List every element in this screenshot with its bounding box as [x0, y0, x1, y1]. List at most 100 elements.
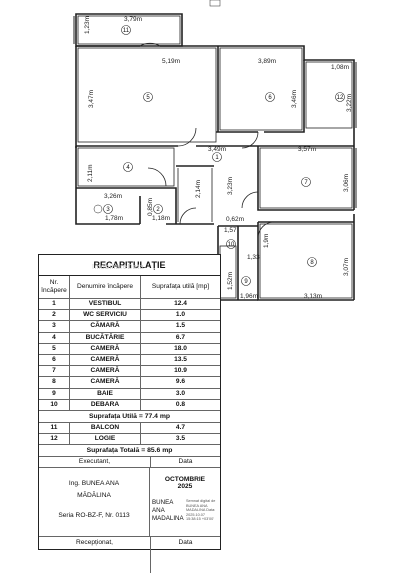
- wall-room6-loggia: [264, 60, 305, 133]
- executant-name-line1: Ing. BUNEA ANA: [68, 480, 120, 488]
- room-number: 5: [146, 95, 150, 101]
- room-nr: 5: [39, 343, 70, 355]
- dim-label: 2,11m: [87, 164, 94, 182]
- door-arc-entry: [179, 207, 197, 225]
- signature-name-line2: MADALINA: [152, 515, 184, 523]
- room-area: 12.4: [140, 298, 220, 311]
- room-name: CĂMARĂ: [69, 320, 141, 333]
- rooms-table: Nr. încăpere Denumire încăpere Suprafața…: [39, 276, 220, 411]
- dim-label: 3,57m: [298, 146, 316, 153]
- room-nr: 9: [39, 388, 70, 400]
- room7-wall: [257, 145, 354, 211]
- date-label: Data: [178, 458, 193, 466]
- room-nr: 6: [39, 354, 70, 367]
- dim-label: 3,07m: [343, 258, 350, 276]
- total-area: Suprafața Totală = 85.6 mp: [39, 445, 220, 458]
- signature-name-line1: BUNEA ANA: [152, 499, 173, 515]
- room-area: 3.5: [140, 433, 220, 446]
- room-area: 0.8: [140, 399, 220, 411]
- date-label-2: Data: [178, 539, 193, 547]
- room-area: 10.9: [140, 365, 220, 378]
- door-arc-balcony: [139, 42, 161, 47]
- dim-label: 3,47m: [88, 90, 95, 108]
- room-number: 12: [337, 95, 344, 101]
- date-signature-cell: OCTOMBRIE 2025 BUNEA ANA MADALINA Semnat…: [150, 468, 220, 536]
- dim-label: 3,06m: [343, 174, 350, 192]
- door-arc-room6: [241, 131, 259, 149]
- dim-label: 3,49m: [208, 146, 226, 153]
- door-arc-room5: [177, 127, 197, 147]
- balcony-inner: [77, 15, 181, 45]
- receptionat-label: Recepționat,: [39, 537, 151, 573]
- recap-table: RECAPITULAȚIE Nr. încăpere Denumire încă…: [38, 254, 221, 573]
- room-nr: 12: [39, 433, 70, 446]
- dim-label: 5,19m: [162, 58, 180, 65]
- room-number: 4: [126, 165, 130, 171]
- room-number: 7: [304, 180, 308, 186]
- room-name: BALCON: [69, 422, 141, 435]
- room-number: 6: [268, 95, 272, 101]
- room-nr: 11: [39, 422, 70, 435]
- room7-inner: [259, 147, 353, 209]
- room-name: LOGIE: [69, 433, 141, 446]
- dim-label: 1,33: [247, 254, 260, 261]
- executant-info: Ing. BUNEA ANA MĂDĂLINA Seria RO-BZ-F, N…: [39, 468, 150, 537]
- room-name: WC SERVICIU: [69, 309, 141, 322]
- kitchen-wall: [75, 146, 214, 225]
- room-nr: 1: [39, 298, 70, 311]
- dim-label: 0,62m: [226, 216, 244, 223]
- hall-inner-lines: [177, 168, 213, 222]
- door-arc-room8: [257, 221, 275, 239]
- executant-series: Seria RO-BZ-F, Nr. 0113: [58, 512, 130, 520]
- room-nr: 8: [39, 376, 70, 389]
- room-area: 1.5: [140, 320, 220, 333]
- room-area: 1.0: [140, 309, 220, 322]
- col-header-nr: Nr. încăpere: [39, 276, 70, 299]
- room-name: BAIE: [69, 388, 141, 400]
- dim-label: 3,89m: [258, 58, 276, 65]
- table-header: Nr. încăpere Denumire încăpere Suprafața…: [39, 276, 220, 299]
- dim-label: 3,13m: [304, 293, 322, 300]
- room-name: CAMERĂ: [69, 365, 141, 378]
- dim-label: 0,85m: [147, 198, 154, 216]
- dim-label: 1,08m: [331, 64, 349, 71]
- room-area: 18.0: [140, 343, 220, 355]
- dim-label: 3,46m: [291, 90, 298, 108]
- room-name: BUCĂTĂRIE: [69, 332, 141, 344]
- col-header-area: Suprafața utilă [mp]: [140, 276, 220, 299]
- room-number: 3: [106, 207, 110, 213]
- room5-inner: [77, 47, 217, 143]
- room-nr: 3: [39, 320, 70, 333]
- room-area: 3.0: [140, 388, 220, 400]
- receptionat-row: Recepționat, Data: [39, 537, 220, 573]
- executant-header-row: Executant, Data: [39, 457, 220, 469]
- door-arc-room7: [241, 191, 259, 209]
- room-name: DEBARA: [69, 399, 141, 411]
- dim-label: 1,78m: [105, 215, 123, 222]
- digital-signature: BUNEA ANA MADALINA Semnat digital de BUN…: [150, 499, 220, 523]
- room6-inner: [219, 47, 303, 131]
- room-number: 10: [228, 242, 235, 248]
- room-number: 9: [244, 279, 248, 285]
- room-area: 6.7: [140, 332, 220, 344]
- room-nr: 4: [39, 332, 70, 344]
- room-area: 9.6: [140, 376, 220, 389]
- date-month: OCTOMBRIE: [164, 476, 206, 484]
- useful-area-total: Suprafața Utilă = 77.4 mp: [39, 411, 220, 423]
- dim-label: 3,23m: [227, 177, 234, 195]
- room-nr: 7: [39, 365, 70, 378]
- room-nr: 10: [39, 399, 70, 411]
- dim-label: 1,57: [224, 227, 237, 234]
- room-nr: 2: [39, 309, 70, 322]
- executant-name-line2: MĂDĂLINA: [77, 492, 111, 500]
